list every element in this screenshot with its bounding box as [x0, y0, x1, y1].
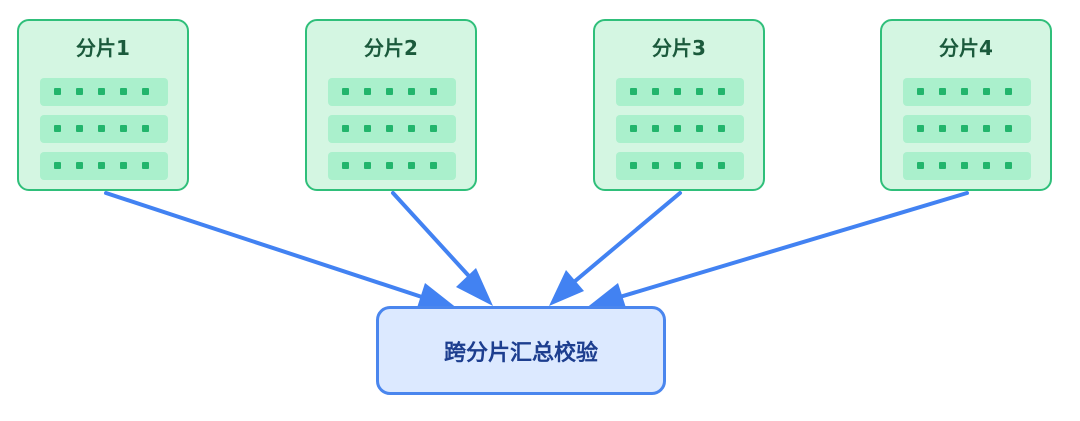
data-dot	[98, 88, 105, 95]
shard-title: 分片4	[939, 36, 993, 60]
data-dot	[718, 125, 725, 132]
data-dot	[342, 88, 349, 95]
shard-row	[40, 78, 168, 106]
data-dot	[76, 88, 83, 95]
shard-row	[903, 78, 1031, 106]
shard-card-3: 分片3	[593, 19, 765, 191]
data-dot	[696, 88, 703, 95]
data-dot	[386, 125, 393, 132]
data-dot	[98, 125, 105, 132]
arrow-shard1-to-summary	[104, 191, 430, 301]
data-dot	[142, 162, 149, 169]
shard-row	[328, 78, 456, 106]
data-dot	[408, 88, 415, 95]
data-dot	[983, 125, 990, 132]
arrowhead-shard2	[456, 268, 493, 306]
data-dot	[408, 162, 415, 169]
arrow-shard3-to-summary	[566, 191, 682, 289]
data-dot	[364, 162, 371, 169]
data-dot	[718, 88, 725, 95]
data-dot	[386, 162, 393, 169]
data-dot	[386, 88, 393, 95]
data-dot	[98, 162, 105, 169]
shard-row	[328, 115, 456, 143]
data-dot	[430, 125, 437, 132]
data-dot	[939, 88, 946, 95]
shard-row	[616, 78, 744, 106]
arrowhead-shard1	[416, 283, 458, 311]
data-dot	[1005, 162, 1012, 169]
shard-row	[40, 115, 168, 143]
data-dot	[983, 88, 990, 95]
data-dot	[939, 125, 946, 132]
data-dot	[983, 162, 990, 169]
shard-row	[903, 152, 1031, 180]
data-dot	[430, 162, 437, 169]
shard-card-2: 分片2	[305, 19, 477, 191]
data-dot	[674, 125, 681, 132]
data-dot	[917, 125, 924, 132]
data-dot	[76, 125, 83, 132]
data-dot	[408, 125, 415, 132]
data-dot	[142, 88, 149, 95]
shard-row	[328, 152, 456, 180]
shard-row	[903, 115, 1031, 143]
data-dot	[120, 125, 127, 132]
shard-card-1: 分片1	[17, 19, 189, 191]
arrow-shard4-to-summary	[611, 191, 969, 301]
shard-row	[40, 152, 168, 180]
shard-row	[616, 115, 744, 143]
arrow-shard2-to-summary	[391, 191, 480, 288]
shard-title: 分片3	[652, 36, 706, 60]
data-dot	[917, 88, 924, 95]
data-dot	[76, 162, 83, 169]
data-dot	[939, 162, 946, 169]
data-dot	[630, 88, 637, 95]
data-dot	[54, 125, 61, 132]
data-dot	[652, 162, 659, 169]
data-dot	[652, 88, 659, 95]
data-dot	[718, 162, 725, 169]
data-dot	[630, 162, 637, 169]
data-dot	[696, 125, 703, 132]
data-dot	[120, 88, 127, 95]
data-dot	[342, 125, 349, 132]
data-dot	[961, 125, 968, 132]
arrowhead-shard3	[549, 270, 584, 306]
data-dot	[342, 162, 349, 169]
data-dot	[54, 88, 61, 95]
shard-title: 分片1	[76, 36, 130, 60]
data-dot	[961, 88, 968, 95]
shard-row	[616, 152, 744, 180]
summary-label: 跨分片汇总校验	[443, 340, 598, 366]
data-dot	[652, 125, 659, 132]
shard-card-4: 分片4	[880, 19, 1052, 191]
data-dot	[430, 88, 437, 95]
shard-title: 分片2	[364, 36, 418, 60]
data-dot	[696, 162, 703, 169]
data-dot	[142, 125, 149, 132]
data-dot	[674, 88, 681, 95]
arrowhead-shard4	[585, 283, 627, 311]
data-dot	[630, 125, 637, 132]
data-dot	[54, 162, 61, 169]
data-dot	[1005, 125, 1012, 132]
cross-shard-summary-node: 跨分片汇总校验	[376, 306, 666, 395]
data-dot	[120, 162, 127, 169]
data-dot	[674, 162, 681, 169]
data-dot	[917, 162, 924, 169]
data-dot	[364, 88, 371, 95]
data-dot	[1005, 88, 1012, 95]
data-dot	[364, 125, 371, 132]
data-dot	[961, 162, 968, 169]
